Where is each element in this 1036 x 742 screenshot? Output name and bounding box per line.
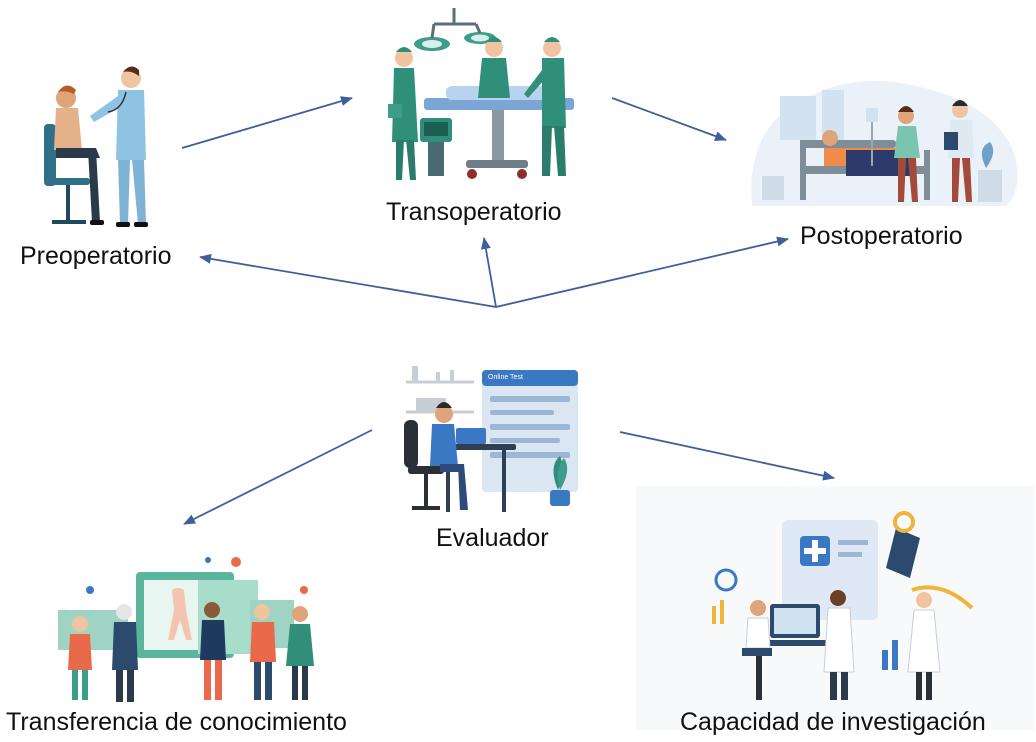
evaluador-screen-title: Online Test xyxy=(488,374,523,381)
postoperatorio-illustration xyxy=(751,81,1018,206)
preoperatorio-illustration xyxy=(44,66,148,227)
evaluador-illustration xyxy=(404,366,578,512)
arrows xyxy=(181,96,835,525)
transoperatorio-illustration xyxy=(388,8,574,180)
arrow-hub-to-post xyxy=(495,236,789,308)
transferencia-illustration xyxy=(58,557,314,702)
node-label-capacidad: Capacidad de investigación xyxy=(680,708,986,736)
arrow-hub-to-trans xyxy=(480,237,497,308)
capacidad-illustration xyxy=(636,486,1034,730)
node-label-preoperatorio: Preoperatorio xyxy=(20,242,172,270)
arrow-hub-to-pre xyxy=(199,253,497,308)
node-label-transoperatorio: Transoperatorio xyxy=(386,198,562,226)
node-label-postoperatorio: Postoperatorio xyxy=(800,222,963,250)
node-label-transferencia: Transferencia de conocimiento xyxy=(6,708,347,736)
node-label-evaluador: Evaluador xyxy=(436,524,549,552)
arrow-trans-to-post xyxy=(611,97,727,141)
arrow-pre-to-trans xyxy=(181,96,353,149)
arrow-eval-to-trans xyxy=(183,429,373,525)
arrow-eval-to-cap xyxy=(619,431,835,481)
